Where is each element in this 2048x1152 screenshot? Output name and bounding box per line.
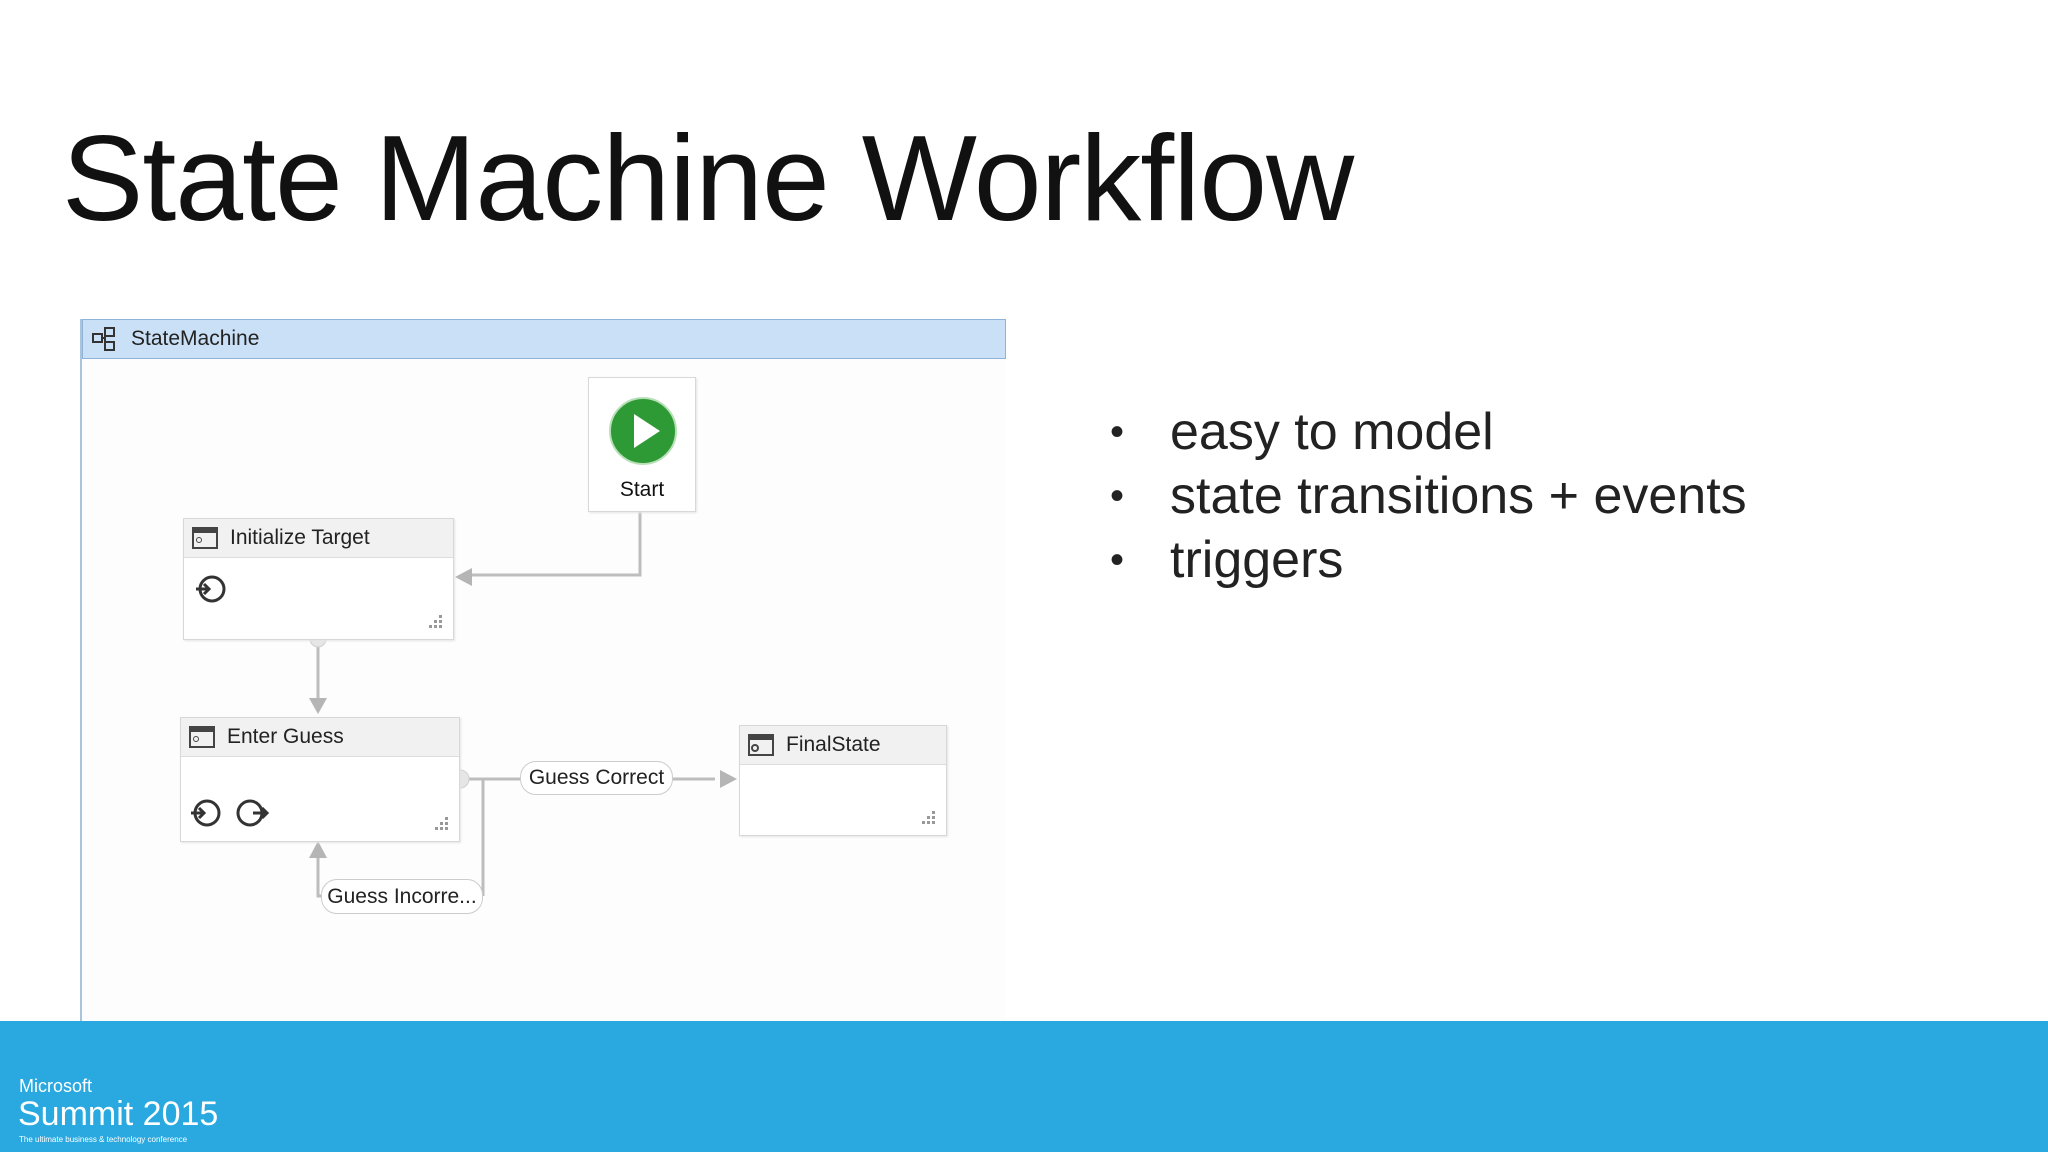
arrow-head bbox=[309, 698, 327, 714]
state-icon bbox=[192, 527, 218, 549]
resize-grip-icon[interactable] bbox=[920, 809, 936, 825]
footer-event: Summit 2015 bbox=[18, 1095, 219, 1133]
state-machine-icon bbox=[92, 327, 115, 351]
state-name: FinalState bbox=[786, 733, 881, 756]
designer-title: StateMachine bbox=[131, 327, 260, 350]
state-initialize-target[interactable]: Initialize Target bbox=[183, 518, 454, 640]
final-state-icon bbox=[748, 734, 774, 756]
bullet-item: •easy to model bbox=[1110, 403, 1494, 461]
bullet-text: triggers bbox=[1170, 531, 1344, 589]
bullet-item: •state transitions + events bbox=[1110, 467, 1747, 525]
start-connector bbox=[470, 512, 642, 577]
entry-action-icon[interactable] bbox=[194, 572, 228, 606]
exit-action-icon[interactable] bbox=[235, 796, 269, 830]
bullet-text: state transitions + events bbox=[1170, 467, 1747, 525]
footer-brand: Microsoft bbox=[19, 1076, 93, 1096]
footer-tagline: The ultimate business & technology confe… bbox=[19, 1135, 188, 1144]
state-final-state[interactable]: FinalState bbox=[739, 725, 947, 836]
transition-guess-correct[interactable]: Guess Correct bbox=[520, 761, 673, 795]
state-name: Initialize Target bbox=[230, 526, 370, 549]
footer-bar: Microsoft Summit 2015 The ultimate busin… bbox=[0, 1021, 2048, 1152]
state-machine-designer: StateMachine bbox=[80, 319, 1006, 1024]
resize-grip-icon[interactable] bbox=[433, 815, 449, 831]
start-node[interactable]: Start bbox=[588, 377, 696, 512]
bullet-text: easy to model bbox=[1170, 403, 1494, 461]
state-enter-guess[interactable]: Enter Guess bbox=[180, 717, 460, 842]
entry-action-icon[interactable] bbox=[189, 796, 223, 830]
start-label: Start bbox=[619, 478, 665, 501]
state-name: Enter Guess bbox=[227, 725, 344, 748]
bullet-item: •triggers bbox=[1110, 531, 1344, 589]
slide-title: State Machine Workflow bbox=[62, 110, 1354, 246]
bullet-list: •easy to model •state transitions + even… bbox=[1110, 400, 1747, 592]
arrow-head bbox=[455, 568, 472, 586]
play-icon bbox=[609, 397, 677, 465]
resize-grip-icon[interactable] bbox=[427, 613, 443, 629]
guess-incorrect-connector bbox=[316, 779, 485, 898]
arrow-head bbox=[720, 770, 737, 788]
designer-header[interactable]: StateMachine bbox=[82, 319, 1006, 359]
state-icon bbox=[189, 726, 215, 748]
arrow-head bbox=[309, 841, 327, 858]
transition-guess-incorrect[interactable]: Guess Incorre... bbox=[321, 879, 483, 914]
